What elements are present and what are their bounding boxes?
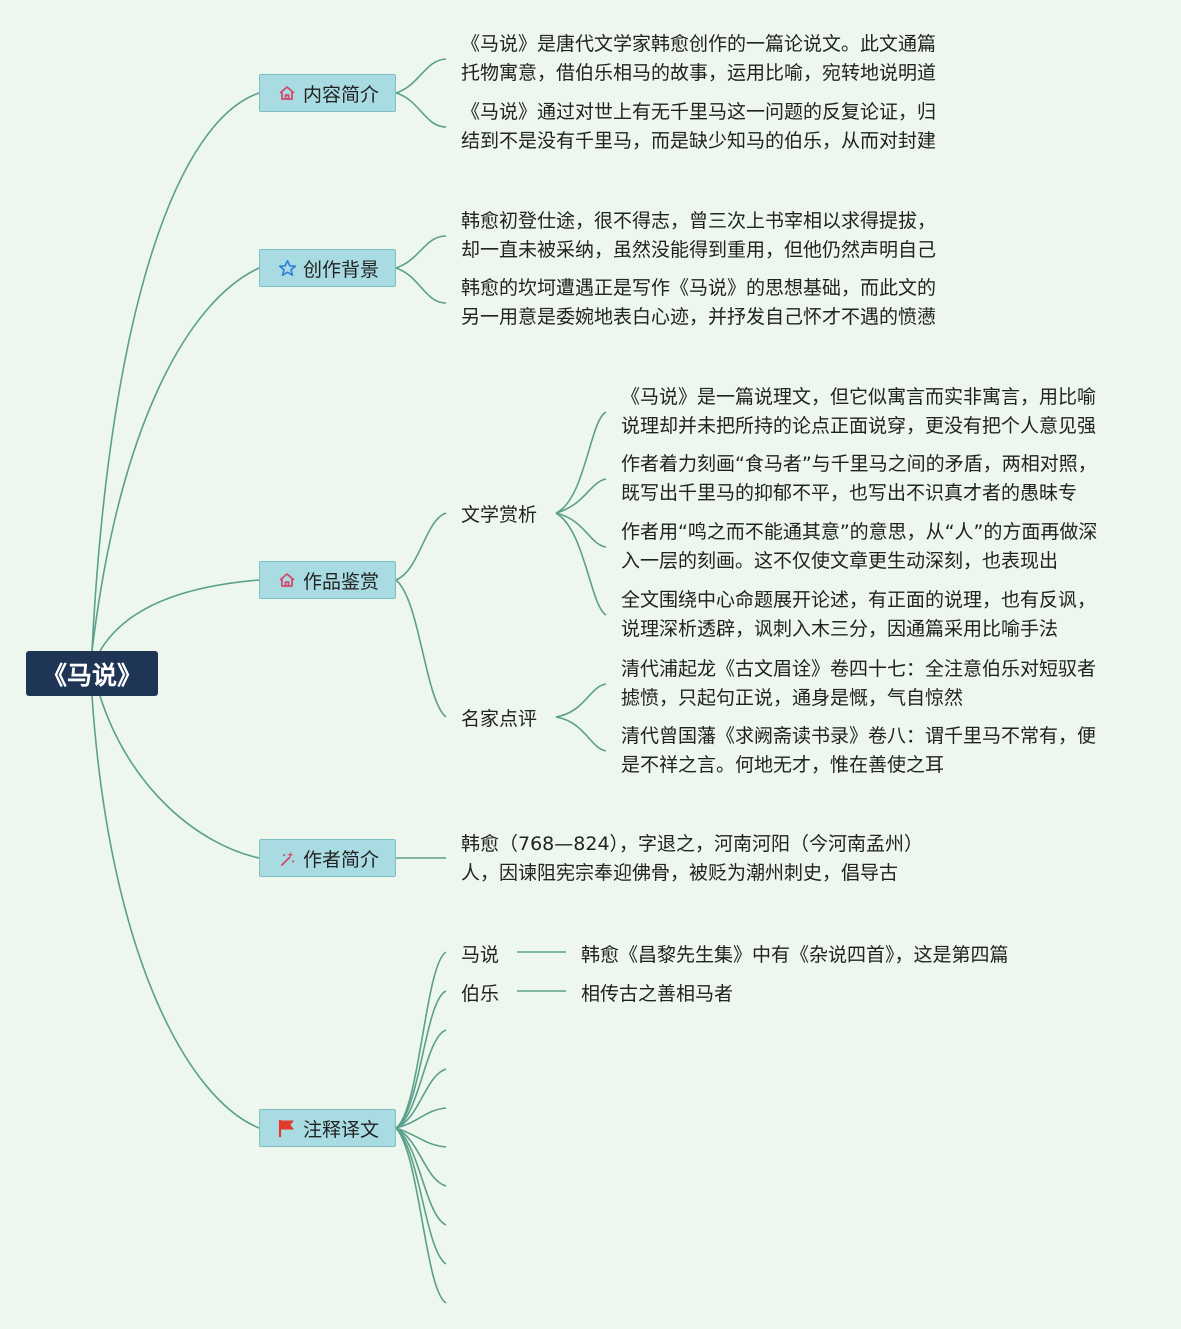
leaf-line: 韩愈（768—824），字退之，河南河阳（今河南孟州） [461,833,924,855]
term-definition: 韩愈《昌黎先生集》中有《杂说四首》，这是第四篇 [581,944,1009,966]
leaf-line: 作者着力刻画“食马者”与千里马之间的矛盾，两相对照， [621,453,1097,475]
leaf-line: 托物寓意，借伯乐相马的故事，运用比喻，宛转地说明道 [461,62,937,84]
leaf-line: 《马说》是一篇说理文，但它似寓言而实非寓言，用比喻 [621,386,1097,408]
edge-root-notes [91,695,260,1129]
leaf-line: 说理深析透辟，讽刺入木三分，因通篇采用比喻手法 [621,618,1059,640]
leaf-text: 《马说》是一篇说理文，但它似寓言而实非寓言，用比喻 说理却并未把所持的论点正面说… [621,383,1096,441]
term-label[interactable]: 伯乐 [461,983,500,1005]
star-icon [276,257,298,279]
edge-root-appreciation [99,579,260,652]
leaf-line: 《马说》通过对世上有无千里马这一问题的反复论证，归 [461,101,937,123]
leaf-line: 是不祥之言。何地无才，惟在善使之耳 [621,754,945,776]
branch-creation-background[interactable]: 创作背景 [259,249,396,287]
branch-label: 注释译文 [303,1118,380,1141]
branch-label: 作品鉴赏 [303,570,380,593]
branch-notes-translation[interactable]: 注释译文 [259,1109,396,1147]
leaf-text: 全文围绕中心命题展开论述，有正面的说理，也有反讽， 说理深析透辟，讽刺入木三分，… [621,586,1096,644]
leaf-text: 作者用“鸣之而不能通其意”的意思，从“人”的方面再做深 入一层的刻画。这不仅使文… [621,518,1097,576]
branch-label: 内容简介 [303,83,380,106]
leaf-text: 韩愈的坎坷遭遇正是写作《马说》的思想基础，而此文的 另一用意是委婉地表白心迹，并… [461,274,936,332]
branch-author-intro[interactable]: 作者简介 [259,839,396,877]
edge-root-author [99,695,260,859]
leaf-line: 说理却并未把所持的论点正面说穿，更没有把个人意见强 [621,415,1097,437]
leaf-text: 清代浦起龙《古文眉诠》卷四十七：全注意伯乐对短驭者 摅愤，只起句正说，通身是慨，… [621,655,1096,713]
branch-label: 作者简介 [303,848,380,871]
branch-label: 创作背景 [303,258,380,281]
leaf-line: 韩愈初登仕途，很不得志，曾三次上书宰相以求得提拔， [461,210,937,232]
sub-node-literary-analysis[interactable]: 文学赏析 [461,504,538,526]
leaf-line: 摅愤，只起句正说，通身是慨，气自惊然 [621,687,964,709]
leaf-text: 《马说》是唐代文学家韩愈创作的一篇论说文。此文通篇 托物寓意，借伯乐相马的故事，… [461,30,936,88]
leaf-line: 另一用意是委婉地表白心迹，并抒发自己怀才不遇的愤懑 [461,306,937,328]
leaf-line: 清代浦起龙《古文眉诠》卷四十七：全注意伯乐对短驭者 [621,658,1097,680]
leaf-line: 清代曾国藩《求阙斋读书录》卷八：谓千里马不常有，便 [621,725,1097,747]
red-flag-icon [276,1117,298,1139]
leaf-line: 人，因谏阻宪宗奉迎佛骨，被贬为潮州刺史，倡导古 [461,862,899,884]
leaf-line: 结到不是没有千里马，而是缺少知马的伯乐，从而对封建 [461,130,937,152]
leaf-text: 清代曾国藩《求阙斋读书录》卷八：谓千里马不常有，便 是不祥之言。何地无才，惟在善… [621,722,1096,780]
leaf-text: 韩愈（768—824），字退之，河南河阳（今河南孟州） 人，因谏阻宪宗奉迎佛骨，… [461,830,923,888]
edge-root-intro [91,92,260,652]
leaf-text: 《马说》通过对世上有无千里马这一问题的反复论证，归 结到不是没有千里马，而是缺少… [461,98,936,156]
sub-node-expert-comments[interactable]: 名家点评 [461,708,538,730]
edge-root-background [91,267,260,652]
house-icon [276,82,298,104]
branch-work-appreciation[interactable]: 作品鉴赏 [259,561,396,599]
leaf-line: 《马说》是唐代文学家韩愈创作的一篇论说文。此文通篇 [461,33,937,55]
root-node[interactable]: 《马说》 [26,651,158,696]
leaf-line: 作者用“鸣之而不能通其意”的意思，从“人”的方面再做深 [621,521,1098,543]
term-definition: 相传古之善相马者 [581,983,734,1005]
leaf-line: 韩愈的坎坷遭遇正是写作《马说》的思想基础，而此文的 [461,277,937,299]
leaf-line: 全文围绕中心命题展开论述，有正面的说理，也有反讽， [621,589,1097,611]
branch-content-summary[interactable]: 内容简介 [259,74,396,112]
term-label[interactable]: 马说 [461,944,500,966]
leaf-line: 入一层的刻画。这不仅使文章更生动深刻，也表现出 [621,550,1059,572]
house-icon [276,569,298,591]
leaf-text: 韩愈初登仕途，很不得志，曾三次上书宰相以求得提拔， 却一直未被采纳，虽然没能得到… [461,207,936,265]
leaf-text: 作者着力刻画“食马者”与千里马之间的矛盾，两相对照， 既写出千里马的抑郁不平，也… [621,450,1097,508]
leaf-line: 却一直未被采纳，虽然没能得到重用，但他仍然声明自己 [461,239,937,261]
leaf-line: 既写出千里马的抑郁不平，也写出不识真才者的愚昧专 [621,482,1078,504]
sparkle-wand-icon [276,847,298,869]
